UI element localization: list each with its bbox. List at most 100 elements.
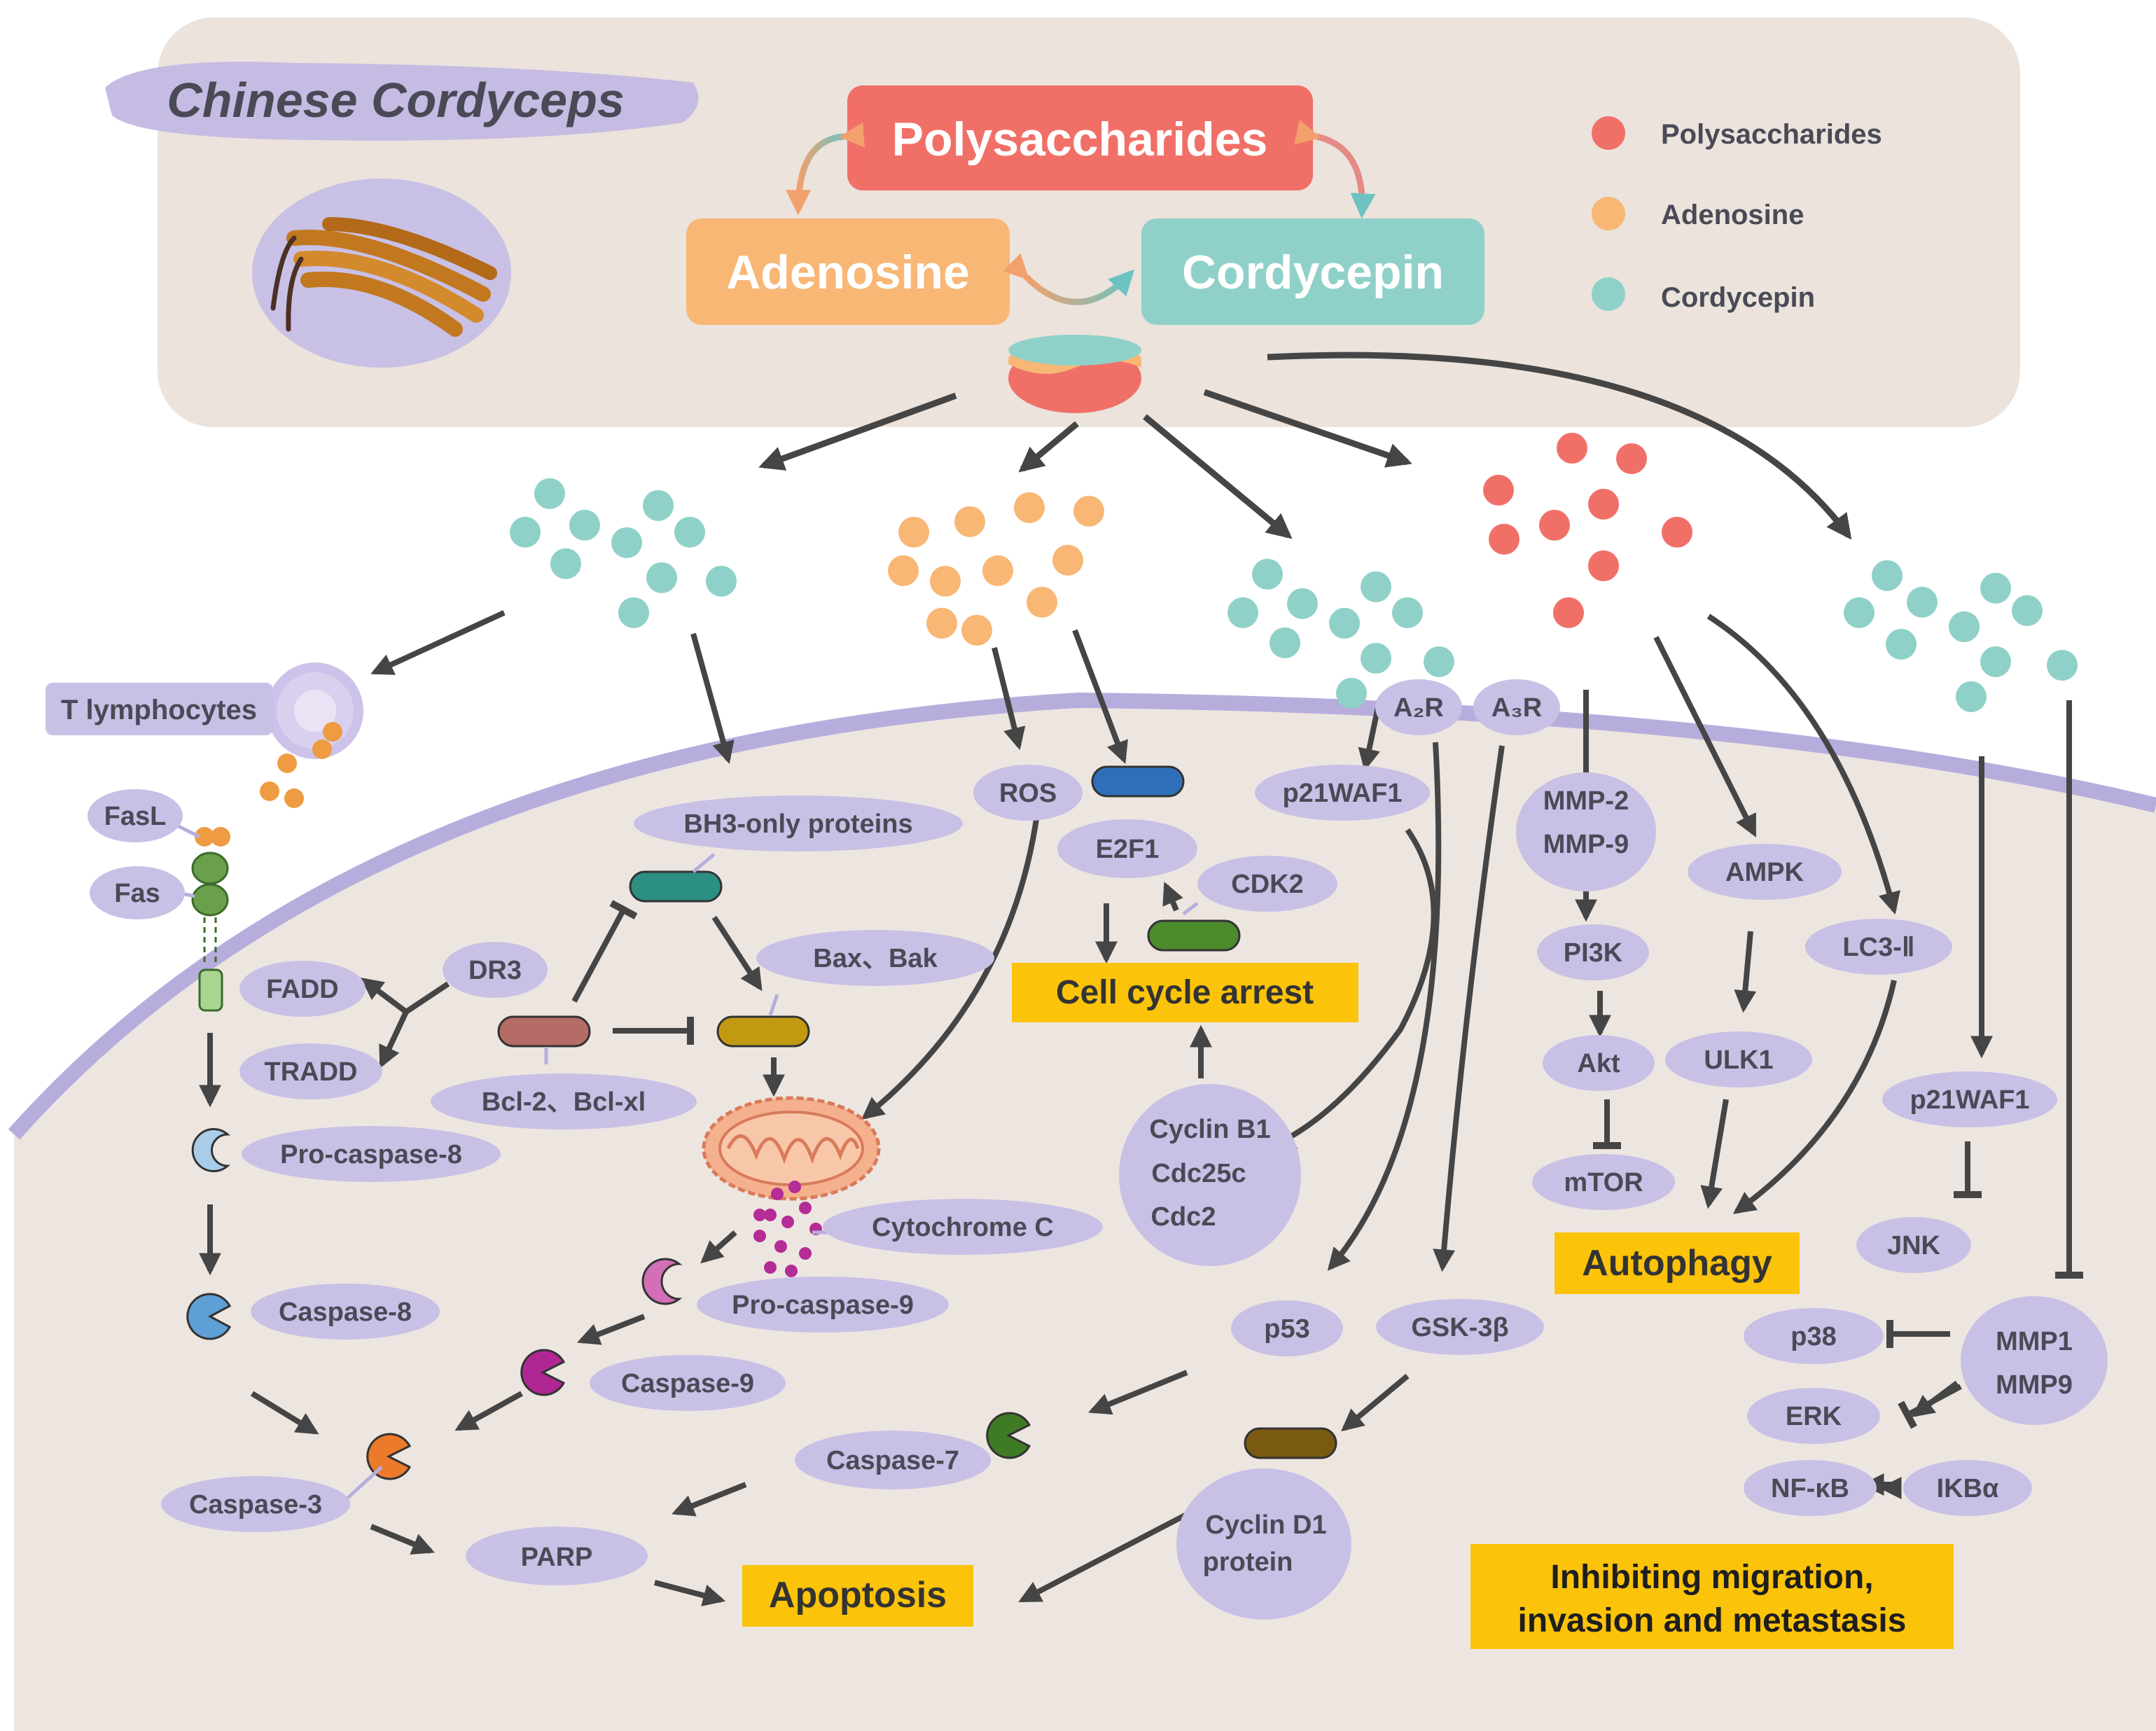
adenosine-dots (888, 492, 1104, 646)
e2f1-node (1057, 819, 1197, 878)
legend-label-polysaccharides: Polysaccharides (1661, 119, 1882, 150)
mitochondrion-icon (702, 1096, 881, 1201)
a3r-node (1473, 679, 1560, 735)
cdk2-protein-shape (1147, 919, 1241, 952)
cytochrome-c-dots (753, 1181, 822, 1277)
cyclin-d1-protein-label: protein (1203, 1548, 1293, 1577)
fadd-node (239, 961, 366, 1017)
caspase-8-label: Caspase-8 (279, 1298, 412, 1327)
p21waf1-label-b: p21WAF1 (1910, 1085, 2029, 1115)
nfkb-label: NF-κB (1771, 1474, 1849, 1503)
p21waf1-node-a (1255, 765, 1430, 821)
polysaccharides-box-label: Polysaccharides (892, 113, 1268, 166)
apoptosis-box (742, 1565, 973, 1627)
p21waf1-label-a: p21WAF1 (1282, 779, 1402, 808)
tradd-node (239, 1043, 382, 1099)
p21waf1-node-b (1882, 1071, 2057, 1127)
caspase-8-icon (186, 1293, 232, 1340)
nfkb-node (1744, 1460, 1877, 1516)
cordycepin-box (1141, 218, 1484, 325)
bh3-node (634, 795, 963, 851)
distribution-arrows (758, 352, 1852, 540)
legend-dot-cordycepin (1592, 277, 1625, 311)
mmp9-label: MMP-9 (1543, 830, 1629, 859)
caspase-7-icon (986, 1412, 1031, 1459)
cell-membrane (8, 692, 2156, 1140)
node-ellipses (88, 679, 2108, 1620)
cycle-arrow-left (786, 122, 865, 216)
fasl-node (88, 789, 183, 842)
pi3k-label: PI3K (1564, 938, 1623, 968)
jnk-node (1856, 1217, 1971, 1273)
apoptosis-label: Apoptosis (769, 1575, 947, 1615)
ampk-node (1688, 844, 1842, 900)
cdc2-label: Cdc2 (1151, 1202, 1216, 1232)
caspase-7-node (795, 1431, 991, 1489)
caspase-9-node (590, 1355, 786, 1411)
pro-caspase-8-icon (191, 1128, 230, 1172)
caspase-3-label: Caspase-3 (189, 1490, 322, 1520)
autophagy-box (1555, 1232, 1800, 1294)
cycle-arrow-bottom (1002, 253, 1134, 305)
caspase-9-icon (520, 1349, 566, 1396)
bh3-protein-shape (629, 870, 723, 903)
ulk1-node (1665, 1031, 1812, 1087)
pro-caspase-9-node (697, 1277, 949, 1333)
title-brush (105, 62, 699, 141)
polysaccharide-dots (1483, 433, 1692, 628)
tradd-label: TRADD (265, 1057, 358, 1087)
cyclin-d1-node (1176, 1468, 1351, 1620)
cyclin-d1-label: Cyclin D1 (1205, 1510, 1326, 1540)
polysaccharides-box (847, 85, 1313, 190)
a2r-node (1375, 679, 1462, 735)
cytochrome-c-node (823, 1199, 1103, 1255)
cell-cycle-arrest-label: Cell cycle arrest (1056, 974, 1314, 1011)
caspase-7-label: Caspase-7 (826, 1446, 959, 1475)
mmp1-mmp9-node (1961, 1296, 2108, 1425)
e2f1-label: E2F1 (1096, 835, 1160, 864)
fasl-label: FasL (104, 802, 167, 831)
parp-node (466, 1527, 648, 1585)
dr3-label: DR3 (468, 956, 522, 985)
jnk-label: JNK (1887, 1231, 1941, 1260)
caspase-8-node (251, 1284, 440, 1340)
p38-node (1744, 1308, 1884, 1364)
a3r-label: A₃R (1491, 693, 1542, 723)
ikba-label: IKBα (1937, 1474, 1999, 1503)
t-lymphocytes-label: T lymphocytes (61, 695, 257, 725)
legend: Polysaccharides Adenosine Cordycepin (1592, 116, 1882, 313)
mmp2-label: MMP-2 (1543, 786, 1629, 816)
fadd-label: FADD (266, 975, 338, 1004)
fas-receptor (191, 827, 230, 1012)
pro-caspase-9-label: Pro-caspase-9 (732, 1291, 914, 1320)
header-title: Chinese Cordyceps (167, 73, 625, 127)
bax-bak-node (756, 930, 994, 986)
bh3-label: BH3-only proteins (683, 809, 912, 839)
caspase-3-icon (366, 1433, 412, 1480)
ros-label: ROS (999, 779, 1057, 808)
legend-label-adenosine: Adenosine (1661, 200, 1804, 230)
inhibit-metastasis-box (1470, 1544, 1954, 1649)
pi3k-node (1537, 924, 1649, 980)
inhibition-lines (571, 690, 2083, 1429)
gsk3b-protein-shape (1244, 1427, 1337, 1459)
cell-cycle-arrest-box (1012, 963, 1358, 1022)
caspase-9-label: Caspase-9 (621, 1369, 754, 1398)
pro-caspase-8-label: Pro-caspase-8 (280, 1140, 462, 1169)
adenosine-box (686, 218, 1010, 325)
cordyceps-image (270, 217, 497, 337)
ikba-node (1903, 1460, 2032, 1516)
mmp9b-label: MMP9 (1996, 1370, 2073, 1400)
mtor-label: mTOR (1564, 1168, 1643, 1197)
dr3-node (443, 942, 548, 998)
t-cell-secreted-dots (260, 722, 342, 808)
cordycepin-box-label: Cordycepin (1182, 246, 1444, 299)
gsk3b-node (1376, 1299, 1544, 1355)
ulk1-label: ULK1 (1704, 1045, 1773, 1075)
mtor-node (1532, 1154, 1675, 1210)
pro-caspase-9-icon (641, 1258, 683, 1305)
legend-dot-adenosine (1592, 197, 1625, 230)
label-connectors (177, 824, 1199, 1503)
p53-node (1231, 1300, 1343, 1356)
erk-label: ERK (1786, 1402, 1842, 1431)
